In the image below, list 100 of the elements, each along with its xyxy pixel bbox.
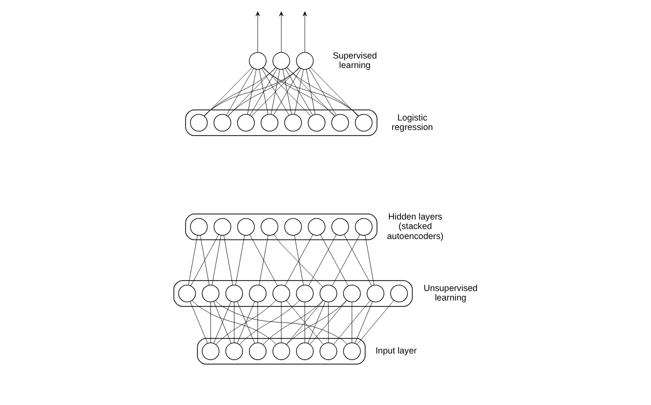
connector bbox=[308, 68, 336, 116]
connector bbox=[200, 235, 209, 286]
connector bbox=[246, 69, 256, 115]
node-circle bbox=[330, 114, 348, 132]
connector bbox=[286, 300, 346, 345]
connector bbox=[272, 68, 301, 116]
connector bbox=[294, 235, 304, 286]
connector bbox=[249, 68, 277, 116]
node-circle bbox=[284, 114, 302, 132]
connector bbox=[331, 234, 360, 286]
node-circle bbox=[213, 218, 231, 236]
connector bbox=[215, 300, 276, 345]
node-circle bbox=[307, 114, 325, 132]
connector bbox=[261, 68, 289, 116]
node-circle bbox=[390, 284, 408, 302]
connector bbox=[203, 68, 300, 116]
connector bbox=[249, 234, 278, 286]
connector bbox=[354, 301, 372, 344]
connector bbox=[257, 302, 258, 343]
node-circle bbox=[319, 342, 337, 360]
connector bbox=[262, 67, 335, 116]
connector bbox=[191, 300, 276, 345]
connector bbox=[286, 67, 358, 116]
connector bbox=[356, 300, 394, 345]
node-circle bbox=[342, 284, 360, 302]
node-circle bbox=[272, 52, 290, 70]
connector bbox=[306, 69, 315, 115]
node-circle bbox=[190, 218, 208, 236]
connector bbox=[227, 67, 276, 116]
connector bbox=[294, 69, 304, 115]
connector bbox=[204, 67, 252, 116]
connector bbox=[284, 234, 313, 286]
node-circle bbox=[190, 114, 208, 132]
connector bbox=[282, 69, 292, 115]
node-circle bbox=[201, 284, 219, 302]
node-circle bbox=[272, 284, 290, 302]
node-circle bbox=[248, 284, 266, 302]
connector bbox=[309, 300, 347, 345]
connector bbox=[214, 300, 347, 344]
connector bbox=[226, 68, 254, 116]
node-circle bbox=[260, 218, 278, 236]
connector bbox=[211, 235, 221, 286]
connector bbox=[234, 235, 244, 286]
node-circle bbox=[224, 284, 242, 302]
label: Supervised learning bbox=[332, 50, 376, 70]
connector bbox=[190, 234, 218, 286]
label: Unsupervised learning bbox=[423, 283, 478, 303]
connector bbox=[364, 235, 374, 286]
node-circle bbox=[319, 284, 337, 302]
cluster bbox=[184, 110, 377, 136]
connector bbox=[258, 235, 268, 286]
connector bbox=[286, 67, 334, 116]
connector bbox=[258, 69, 268, 115]
connector bbox=[189, 301, 208, 344]
node-circle bbox=[307, 218, 325, 236]
node-circle bbox=[354, 218, 372, 236]
cluster bbox=[196, 338, 366, 365]
connector bbox=[226, 67, 300, 116]
node-circle bbox=[201, 342, 219, 360]
connector bbox=[238, 300, 300, 345]
connector bbox=[284, 68, 312, 116]
connector bbox=[270, 69, 280, 115]
connector bbox=[251, 67, 299, 116]
label: Logistic regression bbox=[391, 112, 432, 132]
node-circle bbox=[296, 342, 314, 360]
node-circle bbox=[260, 114, 278, 132]
connector bbox=[233, 302, 234, 343]
cluster bbox=[172, 280, 412, 307]
node-circle bbox=[178, 284, 196, 302]
node-circle bbox=[224, 342, 242, 360]
connector bbox=[310, 67, 358, 116]
node-circle bbox=[284, 218, 302, 236]
node-circle bbox=[342, 342, 360, 360]
label: Input layer bbox=[374, 346, 416, 356]
connector bbox=[223, 235, 232, 286]
node-circle bbox=[296, 284, 314, 302]
connector bbox=[320, 234, 348, 286]
node-circle bbox=[354, 114, 372, 132]
node-circle bbox=[248, 52, 266, 70]
cluster bbox=[184, 214, 377, 240]
node-circle bbox=[296, 52, 314, 70]
node-circle bbox=[213, 114, 231, 132]
node-circle bbox=[248, 342, 266, 360]
connector bbox=[203, 67, 276, 116]
node-circle bbox=[330, 218, 348, 236]
connector bbox=[273, 234, 323, 288]
connector bbox=[308, 234, 336, 286]
connector bbox=[351, 302, 352, 343]
connector bbox=[280, 302, 282, 343]
connector bbox=[304, 302, 305, 343]
node-circle bbox=[236, 218, 254, 236]
label: Hidden layers (stacked autoencoders) bbox=[386, 212, 443, 241]
connector bbox=[332, 300, 370, 345]
connector bbox=[262, 68, 358, 116]
connector bbox=[262, 300, 323, 345]
node-circle bbox=[272, 342, 290, 360]
node-circle bbox=[366, 284, 384, 302]
connector bbox=[343, 234, 372, 286]
connector bbox=[188, 235, 198, 286]
node-circle bbox=[236, 114, 254, 132]
